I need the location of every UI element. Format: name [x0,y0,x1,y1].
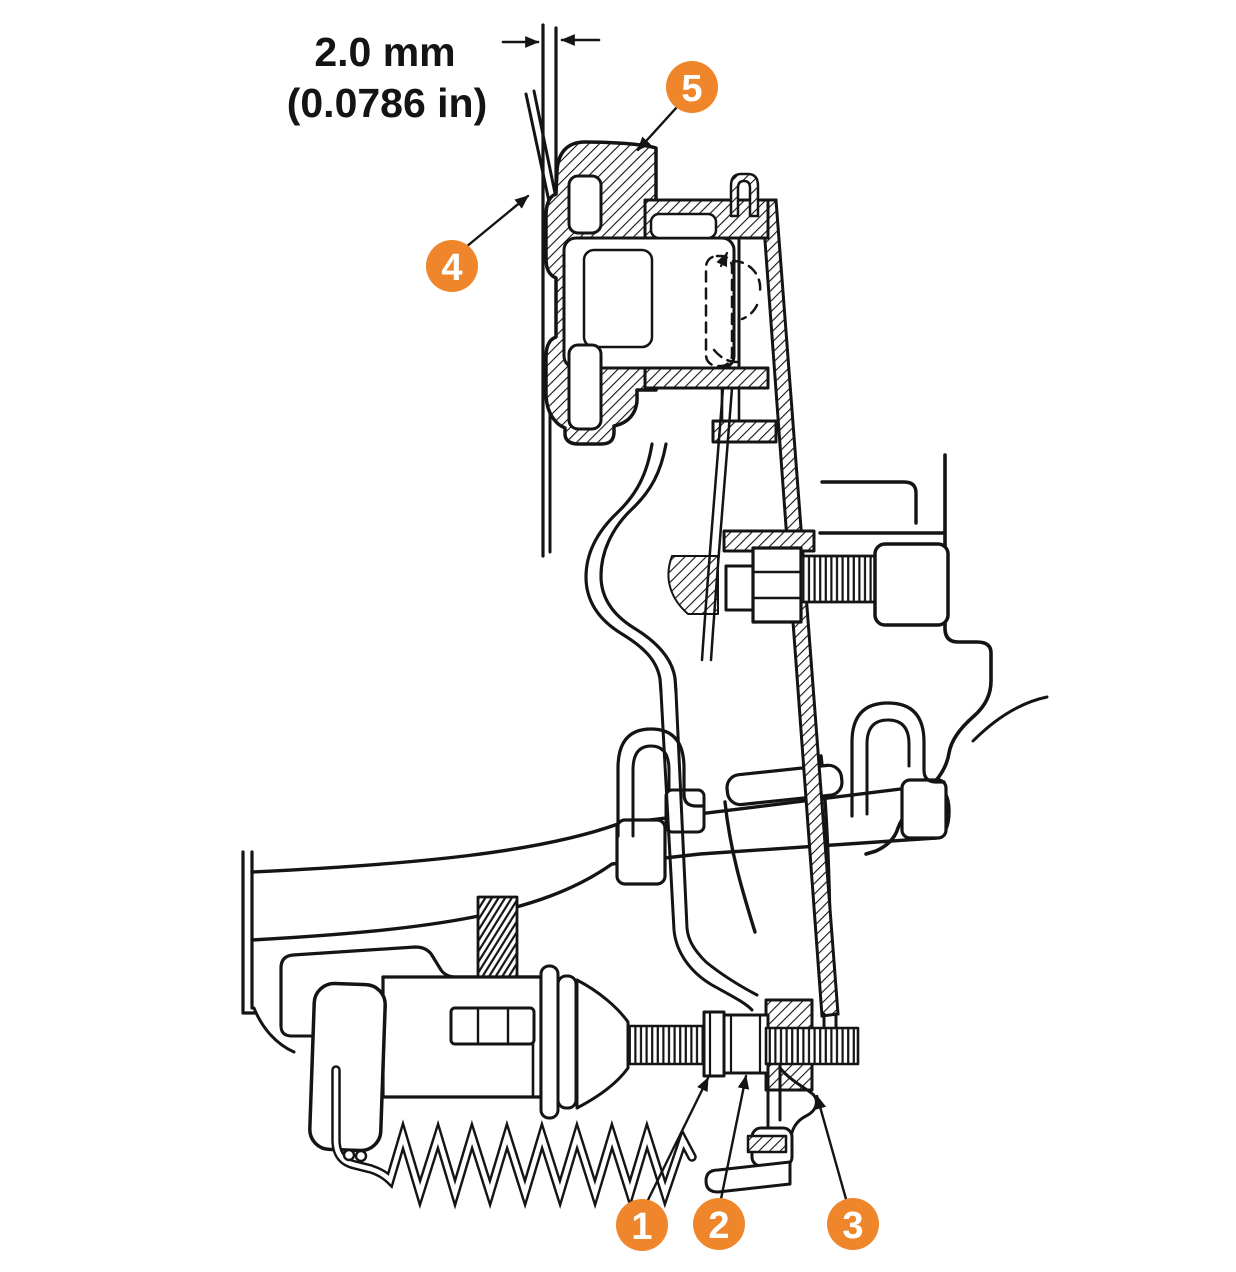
svg-text:3: 3 [842,1205,863,1247]
svg-text:1: 1 [631,1206,652,1248]
leader-3 [814,1094,848,1201]
cavity-inner-lip [582,248,654,349]
locknut-hex [722,1013,770,1075]
pivot-bolt-block [873,542,950,627]
firewall-curve [252,1006,296,1054]
cylinder-end-cap [308,981,387,1153]
retainer-clip [729,172,760,218]
bar-bottom-edge [250,836,938,942]
callout-3-badge: 3 [827,1198,879,1250]
callout-4-badge: 4 [426,240,478,292]
stopper-slot-lower [567,343,603,431]
firewall-edge-a [241,850,256,1015]
stopper-bottom-flange [643,366,770,390]
stopper-cavity [562,236,736,370]
pedal-return-spring [331,1065,697,1210]
hatch-pocket [667,555,719,615]
spring-anchor-loop-a [342,1148,356,1162]
pedal-stopper-assembly [544,140,778,446]
left-clip-foot [615,818,667,886]
web-slot [649,212,718,240]
stud-threads [476,895,519,979]
mount-bracket-lower [279,1024,314,1038]
svg-text:4: 4 [441,247,462,289]
pivot-bolt-threads [799,554,877,604]
svg-text:2: 2 [708,1205,729,1247]
pivot-nut-collar [724,564,755,612]
boot-neck [575,978,630,1110]
pivot-bar-and-clips [250,701,951,942]
dimension-metric-label: 2.0 mm [314,29,455,75]
leader-5 [636,105,679,152]
leader-1 [646,1076,710,1202]
pushrod-threads-right [764,1026,860,1066]
leader-2 [719,1074,750,1201]
bar-top-edge [250,783,935,874]
pushrod-thin-b [709,386,734,662]
pushrod-thin-a [700,386,725,662]
s-bracket-lower-right [674,690,759,997]
adjusting-nut [702,1010,726,1078]
callout-badges: 1 2 3 4 5 [426,61,879,1251]
pedal-gap-edge-2 [532,89,559,205]
pedal-silhouette-left [723,800,757,934]
pushrod-threads-left [626,1024,708,1066]
s-bracket-outer [584,442,663,694]
svg-text:5: 5 [681,68,702,110]
body-structure-outline [818,453,1049,856]
pedal-gap-edge-1 [524,92,552,208]
stopper-foot [711,419,778,444]
s-bracket-inner [599,442,678,694]
stopper-slot-upper [567,174,603,235]
leader-4 [464,194,530,249]
pivot-bolt-assembly [584,386,950,1012]
boot-ring-1 [539,964,560,1120]
dimension-imperial-label: (0.0786 in) [287,80,488,126]
boot-ring-2 [556,974,578,1110]
spring-anchor-loop-b [354,1149,368,1163]
pivot-nut [751,546,803,624]
callout-leader-lines [464,105,848,1202]
callout-2-badge: 2 [693,1198,745,1250]
clutch-master-cylinder [241,850,860,1194]
hidden-arrow [716,251,729,268]
s-bracket-lower-left [659,690,754,1012]
callout-5-badge: 5 [666,61,718,113]
callout-1-badge: 1 [616,1199,668,1251]
cylinder-hex [449,1006,536,1046]
right-clip-foot [900,778,948,840]
